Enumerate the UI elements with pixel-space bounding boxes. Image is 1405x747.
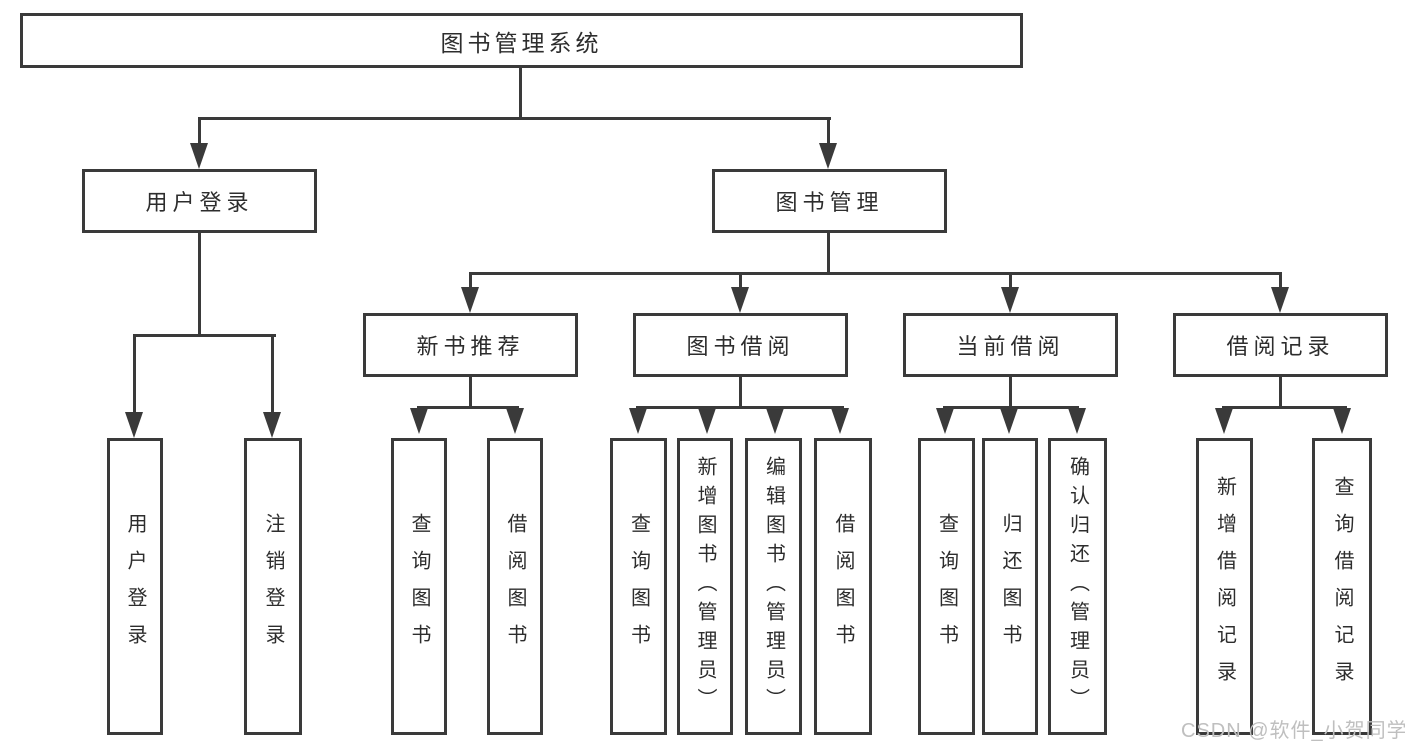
edge-to-borrowrecord xyxy=(1279,272,1282,290)
arrowhead-icon xyxy=(1333,408,1351,434)
edge-root-userlogin xyxy=(198,117,201,147)
node-book-management: 图书管理 xyxy=(712,169,947,233)
edge-root-stem xyxy=(519,68,522,118)
arrowhead-icon xyxy=(410,408,428,434)
node-return-book: 归还图书 xyxy=(982,438,1038,735)
arrowhead-icon xyxy=(190,143,208,169)
arrowhead-icon xyxy=(936,408,954,434)
node-confirm-return-admin: 确认归还（管理员） xyxy=(1048,438,1107,735)
node-user-login-leaf: 用户登录 xyxy=(107,438,163,735)
edge-bookborrow-stem xyxy=(739,377,742,408)
node-query-book-cb: 查询图书 xyxy=(918,438,975,735)
node-add-book-admin: 新增图书（管理员） xyxy=(677,438,733,735)
edge-newbookrec-stem xyxy=(469,377,472,408)
arrowhead-icon xyxy=(1068,408,1086,434)
node-current-borrow: 当前借阅 xyxy=(903,313,1118,377)
edge-bookborrow-bar xyxy=(636,406,844,409)
node-borrow-book-nb: 借阅图书 xyxy=(487,438,543,735)
node-logout: 注销登录 xyxy=(244,438,302,735)
arrowhead-icon xyxy=(125,412,143,438)
edge-currentborrow-bar xyxy=(943,406,1079,409)
arrowhead-icon xyxy=(629,408,647,434)
node-borrow-book-bb: 借阅图书 xyxy=(814,438,872,735)
arrowhead-icon xyxy=(766,408,784,434)
node-query-book-bb: 查询图书 xyxy=(610,438,667,735)
edge-borrowrecord-bar xyxy=(1222,406,1347,409)
arrowhead-icon xyxy=(1215,408,1233,434)
arrowhead-icon xyxy=(698,408,716,434)
node-new-book-recommend: 新书推荐 xyxy=(363,313,578,377)
edge-userlogin-bar xyxy=(133,334,276,337)
edge-userlogin-child2 xyxy=(271,334,274,418)
arrowhead-icon xyxy=(1271,287,1289,313)
arrowhead-icon xyxy=(731,287,749,313)
edge-bookmgmt-bar xyxy=(469,272,1282,275)
node-add-borrow-record: 新增借阅记录 xyxy=(1196,438,1253,735)
watermark: CSDN @软件_小贺同学 xyxy=(1181,720,1405,742)
edge-newbookrec-bar xyxy=(417,406,519,409)
node-borrow-record: 借阅记录 xyxy=(1173,313,1388,377)
edge-userlogin-stem xyxy=(198,233,201,336)
edge-currentborrow-stem xyxy=(1009,377,1012,408)
node-library-management-system: 图书管理系统 xyxy=(20,13,1023,68)
edge-to-bookborrow xyxy=(739,272,742,290)
node-query-borrow-record: 查询借阅记录 xyxy=(1312,438,1372,735)
edge-root-bookmgmt xyxy=(827,117,830,147)
edge-userlogin-child1 xyxy=(133,334,136,418)
arrowhead-icon xyxy=(1001,287,1019,313)
arrowhead-icon xyxy=(263,412,281,438)
node-edit-book-admin: 编辑图书（管理员） xyxy=(745,438,802,735)
edge-borrowrecord-stem xyxy=(1279,377,1282,408)
arrowhead-icon xyxy=(831,408,849,434)
edge-root-bar xyxy=(198,117,831,120)
edge-to-newbookrec xyxy=(469,272,472,290)
arrowhead-icon xyxy=(1000,408,1018,434)
arrowhead-icon xyxy=(506,408,524,434)
node-book-borrow: 图书借阅 xyxy=(633,313,848,377)
arrowhead-icon xyxy=(461,287,479,313)
arrowhead-icon xyxy=(819,143,837,169)
edge-to-currentborrow xyxy=(1009,272,1012,290)
edge-bookmgmt-stem xyxy=(827,233,830,274)
node-user-login: 用户登录 xyxy=(82,169,317,233)
node-query-book-nb: 查询图书 xyxy=(391,438,447,735)
